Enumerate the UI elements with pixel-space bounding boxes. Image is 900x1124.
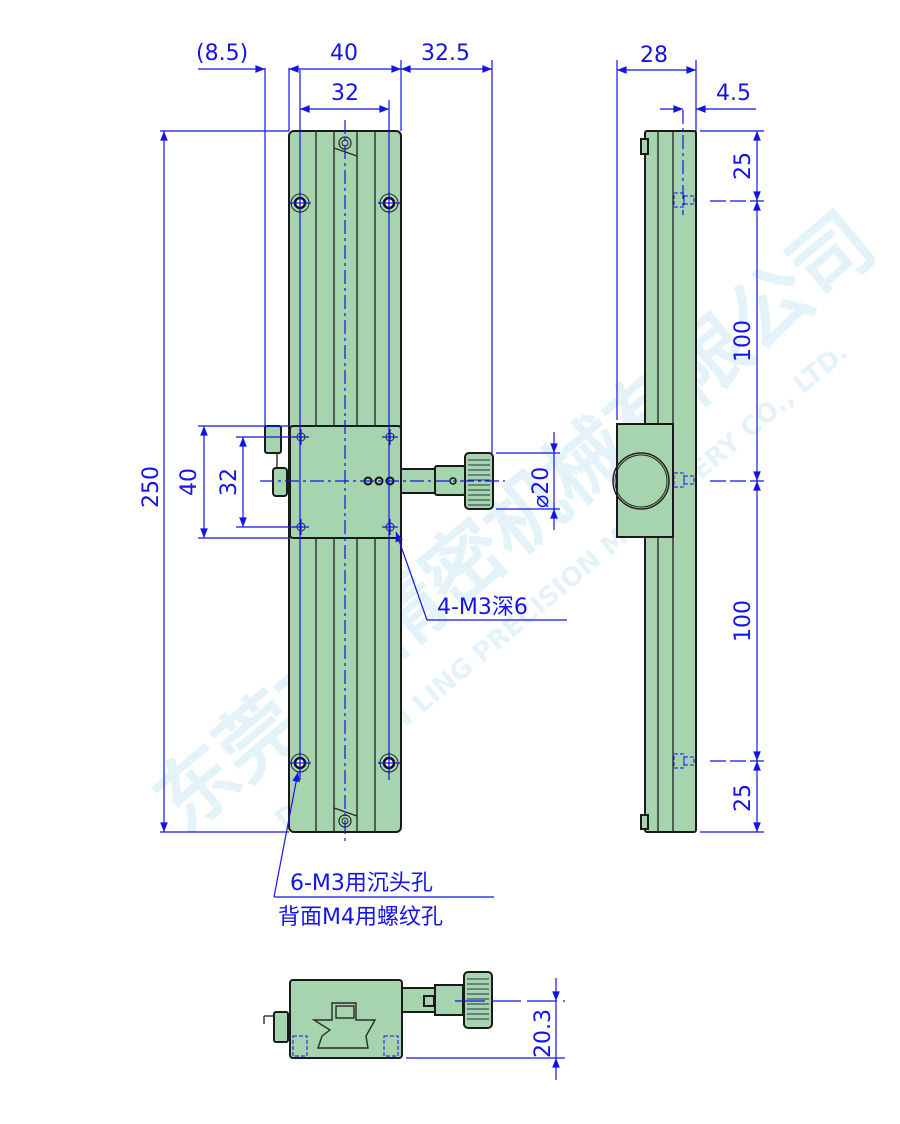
dim-knob-reach: 32.5 <box>421 41 470 66</box>
end-body <box>289 979 403 1059</box>
side-view-dimensions: 28 4.5 25 100 100 25 <box>616 43 764 833</box>
dim-end-height: 20.3 <box>531 1009 556 1058</box>
watermark: 东莞市 精密机械有限公司 DONGGUAN LING PRECISION MAC… <box>137 195 892 850</box>
note-carriage-holes: 4-M3深6 <box>437 595 528 620</box>
front-view-dimensions: (8.5) 40 32.5 32 250 40 32 ⌀20 4-M3深6 <box>139 41 567 930</box>
note-mount-holes-1: 6-M3用沉头孔 <box>290 871 433 896</box>
end-view <box>263 971 493 1059</box>
side-carriage <box>616 423 674 538</box>
side-view <box>612 110 697 833</box>
carriage-holes <box>293 429 398 535</box>
end-view-dimensions: 20.3 <box>406 978 565 1080</box>
dim-bottom-pitch: 25 <box>731 784 756 812</box>
dim-hole-offset: 4.5 <box>716 81 751 106</box>
front-view <box>260 70 505 842</box>
watermark-cn: 东莞市 精密机械有限公司 <box>137 195 892 850</box>
dim-mid-pitch-2: 100 <box>731 600 756 642</box>
dim-total-length: 250 <box>139 466 164 508</box>
dim-carriage-hole-spacing: 32 <box>217 468 242 496</box>
dim-carriage-height: 40 <box>177 468 202 496</box>
dim-knob-diameter: ⌀20 <box>529 467 554 508</box>
dim-offset-left: (8.5) <box>196 41 248 66</box>
end-knob <box>463 971 493 1029</box>
hidden-holes <box>673 192 695 769</box>
note-mount-holes-2: 背面M4用螺纹孔 <box>278 905 443 930</box>
dim-body-width: 40 <box>330 41 358 66</box>
dim-mid-pitch-1: 100 <box>731 320 756 362</box>
dim-top-pitch: 25 <box>731 152 756 180</box>
dim-side-width: 28 <box>640 43 668 68</box>
dim-hole-spacing: 32 <box>331 81 359 106</box>
